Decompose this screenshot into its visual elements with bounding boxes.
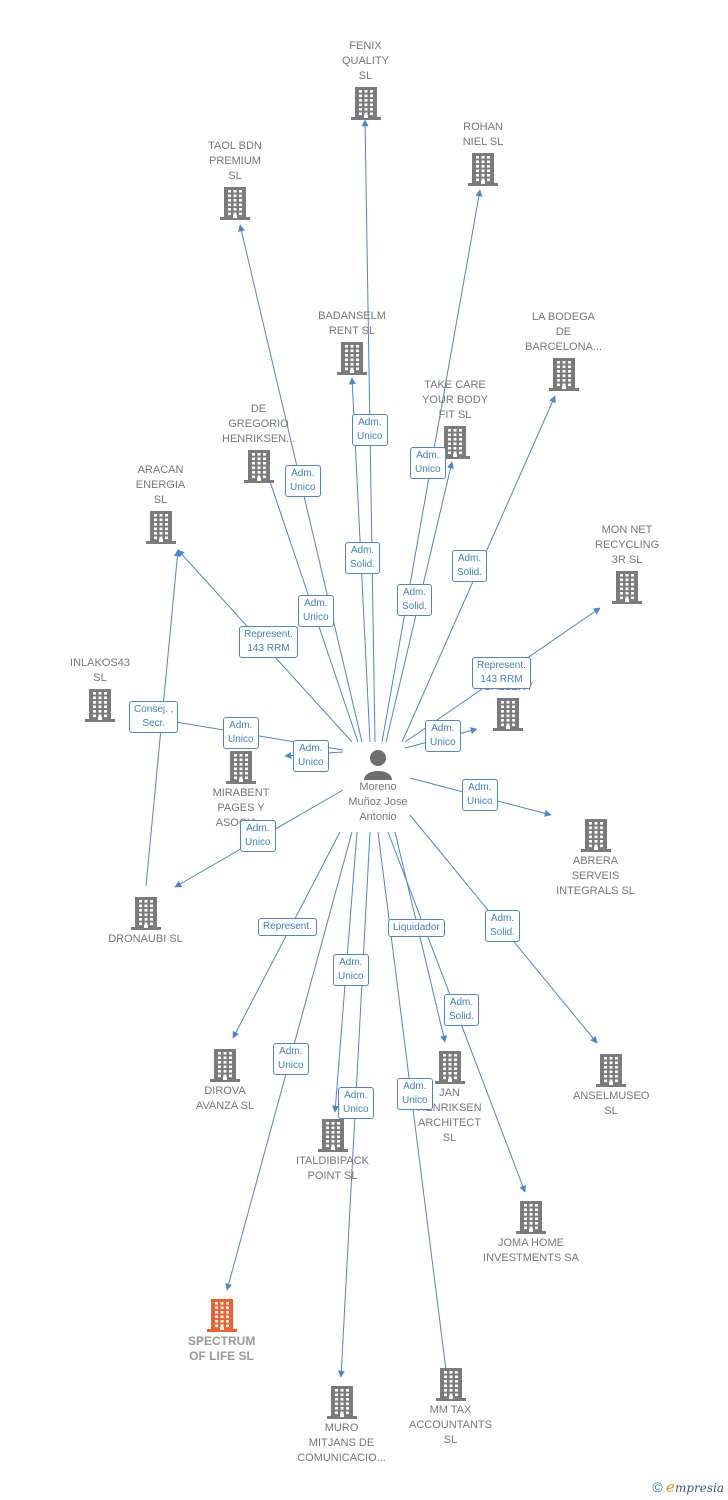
company-node-muro[interactable]: MURO MITJANS DE COMUNICACIO...	[297, 1385, 386, 1466]
building-icon	[435, 1368, 466, 1401]
building-icon	[220, 187, 250, 220]
building-icon	[130, 897, 161, 930]
company-node-degregorio[interactable]: DE GREGORIO HENRIKSEN...	[222, 402, 295, 483]
company-node-rohan[interactable]: ROHAN NIEL SL	[453, 120, 513, 186]
relation-edge-jan	[394, 831, 447, 1043]
company-name: DRONAUBI SL	[108, 933, 183, 945]
building-icon	[440, 426, 470, 459]
company-node-dronaubi[interactable]: DRONAUBI SL	[108, 896, 183, 947]
company-node-italdibipack[interactable]: ITALDIBIPACK POINT SL	[296, 1118, 369, 1184]
relation-label-muro[interactable]: Adm. Unico	[338, 1087, 374, 1119]
building-icon	[493, 698, 523, 731]
company-node-mirabent[interactable]: MIRABENT PAGES Y ASOCIA...	[211, 750, 271, 831]
relation-label-takecare[interactable]: Adm. Unico	[410, 447, 446, 479]
company-name: LA BODEGA DE BARCELONA...	[525, 311, 603, 353]
building-icon	[317, 1119, 348, 1152]
company-node-badanselm[interactable]: BADANSELM RENT SL	[318, 309, 386, 375]
company-node-jan[interactable]: JAN HENRIKSEN ARCHITECT SL	[410, 1050, 489, 1146]
person-node[interactable]: Moreno Muñoz Jose Antonio	[336, 748, 420, 825]
building-icon	[548, 358, 579, 391]
relation-label-fenix[interactable]: Adm. Unico	[352, 414, 388, 446]
building-icon	[226, 751, 256, 784]
building-icon	[580, 819, 611, 852]
relation-label-aracan[interactable]: Represent. 143 RRM	[239, 626, 298, 658]
relation-label-spectrum[interactable]: Adm. Unico	[273, 1043, 309, 1075]
brand-logo-text: mpresia	[674, 1481, 724, 1495]
building-icon	[434, 1051, 465, 1084]
company-name: DE GREGORIO HENRIKSEN...	[222, 403, 296, 445]
building-icon	[596, 1054, 626, 1087]
company-name: JOMA HOME INVESTMENTS SA	[483, 1237, 579, 1264]
company-node-mmtax[interactable]: MM TAX ACCOUNTANTS SL	[409, 1367, 492, 1448]
company-node-aracan[interactable]: ARACAN ENERGIA SL	[128, 463, 193, 544]
company-name: DIROVA AVANZA SL	[195, 1085, 255, 1112]
building-icon	[243, 450, 274, 483]
company-node-anselmuseo[interactable]: ANSELMUSEO SL	[573, 1053, 649, 1119]
company-name: TAKE CARE YOUR BODY FIT SL	[422, 379, 489, 421]
building-icon	[210, 1049, 240, 1082]
company-name: ROHAN NIEL SL	[462, 121, 504, 148]
building-icon	[337, 342, 367, 375]
person-icon	[364, 750, 392, 780]
building-icon	[85, 689, 115, 722]
relation-label-joma[interactable]: Liquidador	[388, 919, 445, 937]
relation-label-labodega[interactable]: Adm. Solid.	[452, 550, 488, 582]
company-node-joma[interactable]: JOMA HOME INVESTMENTS SA	[483, 1200, 579, 1266]
building-icon	[145, 511, 176, 544]
company-name: JAN HENRIKSEN ARCHITECT SL	[417, 1087, 482, 1144]
relation-label-mmtax[interactable]: Adm. Unico	[397, 1078, 433, 1110]
relation-label-degregorio[interactable]: Adm. Unico	[298, 595, 334, 627]
relation-label-dronaubi-aracan[interactable]: Consej. , Secr.	[129, 701, 179, 733]
building-icon	[350, 87, 381, 120]
relation-label-abrera[interactable]: Adm. Unico	[462, 779, 498, 811]
copyright-icon: ©	[652, 1479, 663, 1495]
brand-footer: © empresia	[652, 1478, 724, 1496]
company-name: ABRERA SERVEIS INTEGRALS SL	[556, 855, 635, 897]
company-node-takecare[interactable]: TAKE CARE YOUR BODY FIT SL	[422, 378, 488, 459]
relation-label-monnet[interactable]: Represent. 143 RRM	[472, 657, 531, 689]
relation-label-gallery[interactable]: Adm. Unico	[425, 720, 461, 752]
company-name: SPECTRUM OF LIFE SL	[188, 1334, 256, 1363]
person-name: Moreno Muñoz Jose Antonio	[348, 781, 408, 823]
relation-label-mirabent[interactable]: Adm. Unico	[293, 740, 329, 772]
company-node-inlakos[interactable]: INLAKOS43 SL	[62, 656, 138, 722]
building-icon	[206, 1299, 237, 1332]
relation-label-anselmuseo[interactable]: Adm. Solid.	[485, 910, 521, 942]
company-name: BADANSELM RENT SL	[318, 310, 386, 337]
relation-label-dronaubi[interactable]: Adm. Unico	[240, 820, 276, 852]
company-name: MURO MITJANS DE COMUNICACIO...	[297, 1422, 386, 1464]
company-name: MM TAX ACCOUNTANTS SL	[409, 1404, 492, 1446]
company-node-taol[interactable]: TAOL BDN PREMIUM SL	[201, 139, 269, 220]
relation-label-rohan[interactable]: Adm. Solid.	[397, 584, 433, 616]
company-name: ANSELMUSEO SL	[573, 1090, 650, 1117]
company-name: MON NET RECYCLING 3R SL	[595, 524, 660, 566]
company-name: TAOL BDN PREMIUM SL	[208, 140, 262, 182]
company-node-monnet[interactable]: MON NET RECYCLING 3R SL	[595, 523, 659, 604]
company-name: ARACAN ENERGIA SL	[135, 464, 186, 506]
brand-logo-e: e	[666, 1478, 675, 1496]
relation-label-dirova[interactable]: Represent.	[258, 918, 317, 936]
relation-label-taol[interactable]: Adm. Unico	[285, 465, 321, 497]
company-node-dirova[interactable]: DIROVA AVANZA SL	[195, 1048, 255, 1114]
building-icon	[468, 153, 498, 186]
company-name: ITALDIBIPACK POINT SL	[296, 1155, 369, 1182]
relation-label-badanselm[interactable]: Adm. Solid.	[345, 542, 381, 574]
relation-label-inlakos[interactable]: Adm. Unico	[223, 717, 259, 749]
relation-label-italdibipack[interactable]: Adm. Unico	[333, 954, 369, 986]
building-icon	[326, 1386, 357, 1419]
company-node-spectrum[interactable]: SPECTRUM OF LIFE SL	[188, 1298, 255, 1364]
relation-label-jan[interactable]: Adm. Solid.	[444, 994, 480, 1026]
building-icon	[516, 1201, 546, 1234]
company-node-abrera[interactable]: ABRERA SERVEIS INTEGRALS SL	[556, 818, 635, 899]
company-node-labodega[interactable]: LA BODEGA DE BARCELONA...	[525, 310, 602, 391]
company-node-fenix[interactable]: FENIX QUALITY SL	[334, 39, 397, 120]
company-name: FENIX QUALITY SL	[341, 40, 390, 82]
company-name: INLAKOS43 SL	[70, 657, 130, 684]
building-icon	[612, 571, 642, 604]
